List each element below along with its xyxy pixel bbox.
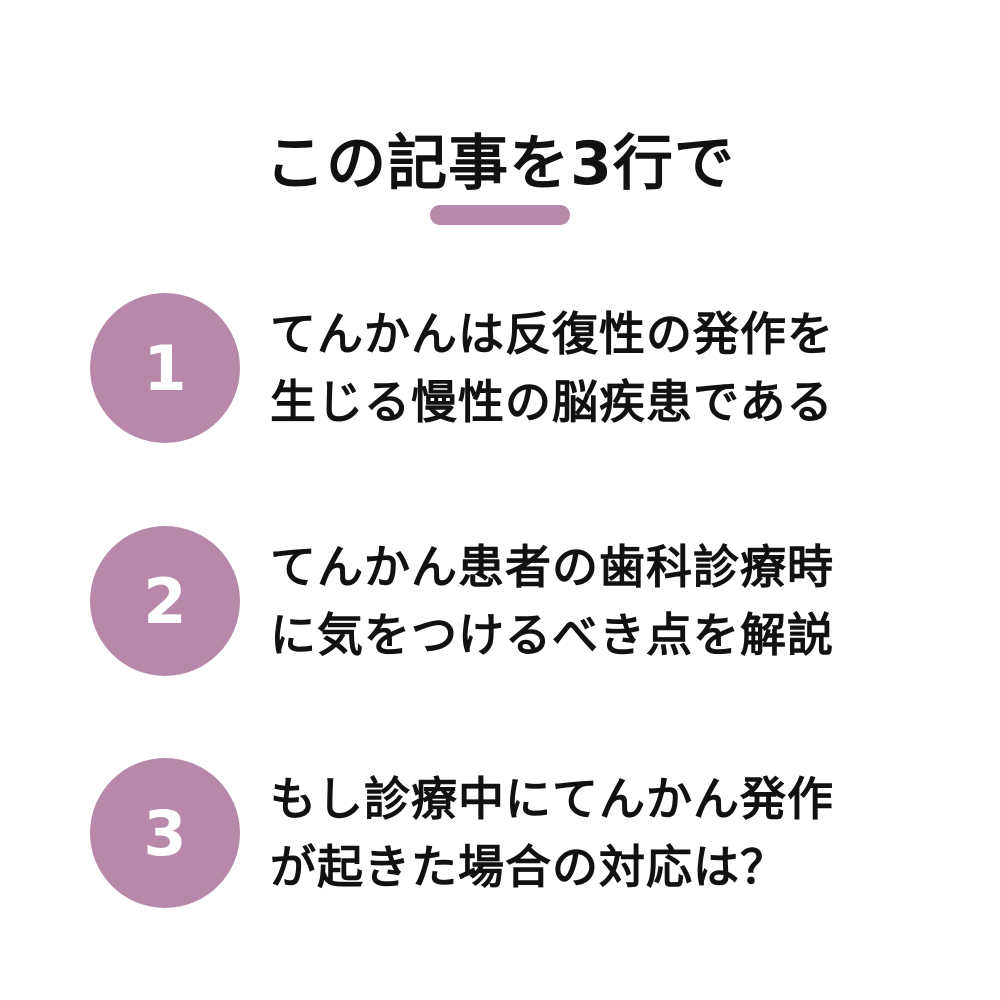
summary-point-3: 3 もし診療中にてんかん発作 が起きた場合の対応は？ [90,758,930,908]
point-2-line-2: に気をつけるべき点を解説 [270,608,834,662]
point-text-1: てんかんは反復性の発作を 生じる慢性の脳疾患である [270,293,925,443]
number-badge-1: 1 [90,293,240,443]
point-1-line-2: 生じる慢性の脳疾患である [270,375,834,429]
point-text-2: てんかん患者の歯科診療時 に気をつけるべき点を解説 [270,526,925,676]
point-3-line-2: が起きた場合の対応は？ [270,840,787,894]
summary-point-2: 2 てんかん患者の歯科診療時 に気をつけるべき点を解説 [90,526,930,676]
number-badge-2: 2 [90,526,240,676]
summary-point-1: 1 てんかんは反復性の発作を 生じる慢性の脳疾患である [90,293,930,443]
point-text-3: もし診療中にてんかん発作 が起きた場合の対応は？ [270,758,925,908]
point-3-line-1: もし診療中にてんかん発作 [270,772,834,826]
number-badge-3: 3 [90,758,240,908]
page-title: この記事を3行で [265,129,735,200]
point-2-line-1: てんかん患者の歯科診療時 [270,540,834,594]
point-1-line-1: てんかんは反復性の発作を [270,307,834,361]
title-underline [430,205,570,225]
